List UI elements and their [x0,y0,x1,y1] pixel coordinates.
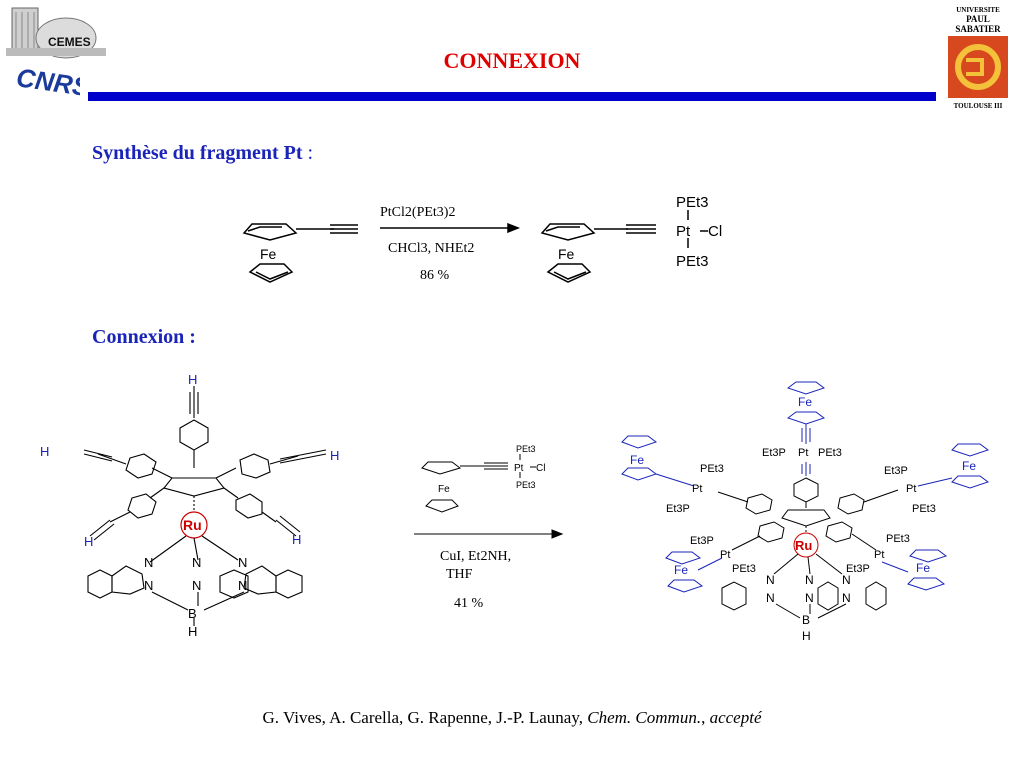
fe-top: Fe [798,395,812,409]
cnrs-logo: CNRS [14,60,93,108]
citation-journal: Chem. Commun. [587,708,702,727]
reagent-line-1: CuI, Et2NH, [440,549,511,564]
section-heading-connexion: Connexion : [92,326,196,348]
pet3-top-prod: PEt3 [818,447,842,459]
ups-line-2: PAUL [966,14,990,24]
fe-right-top: Fe [962,459,976,473]
n-prod-4: N [805,591,814,605]
cl-label: Cl [708,223,722,240]
pt-right-top: Pt [906,483,916,495]
reagent-line-2: THF [446,567,473,582]
reagent-top: PtCl2(PEt3)2 [380,205,455,220]
synthesis-heading-colon: : [307,142,314,164]
pet3-bottom: PEt3 [676,253,709,270]
pt-reagent: Pt [514,463,524,474]
ru-label: Ru [183,517,202,533]
n-prod-6: N [842,591,851,605]
yield-41: 41 % [454,596,484,611]
h-top: H [188,372,197,387]
n-mid-1: N [192,555,201,570]
n-left-2: N [144,578,153,593]
citation-sep: , [701,708,710,727]
citation-authors: G. Vives, A. Carella, G. Rapenne, J.-P. … [262,708,588,727]
pt-left-low: Pt [720,549,730,561]
h-right-lower: H [292,532,301,547]
h-boron: H [188,624,197,639]
pet3-right-top: PEt3 [912,503,936,515]
et3p-left-low: Et3P [690,535,714,547]
cl-reagent: Cl [536,463,545,474]
ups-line-3: SABATIER [955,24,1001,34]
fe-label-reagent: Fe [438,484,450,495]
citation: G. Vives, A. Carella, G. Rapenne, J.-P. … [0,708,1024,728]
h-product: H [802,629,811,643]
citation-status: accepté [709,708,762,727]
n-left-1: N [144,555,153,570]
title-divider [88,92,936,101]
et3p-top: Et3P [762,447,786,459]
pt-right-low: Pt [874,549,884,561]
cemes-logo: CEMES [4,4,108,60]
pet3-left-low: PEt3 [732,563,756,575]
n-prod-2: N [766,591,775,605]
ups-line-1: UNIVERSITE [956,6,1000,14]
ups-line-4: TOULOUSE III [954,102,1003,110]
pet3-reagent-top: PEt3 [516,444,536,454]
pet3-top: PEt3 [676,194,709,211]
h-right-upper: H [330,448,339,463]
reagent-bottom: CHCl3, NHEt2 [388,241,474,256]
pet3-reagent-bottom: PEt3 [516,480,536,490]
cemes-text: CEMES [48,35,91,49]
ru-product: Ru [795,538,812,553]
pt-top: Pt [798,447,808,459]
et3p-right-top: Et3P [884,465,908,477]
et3p-right-low: Et3P [846,563,870,575]
et3p-left-top: Et3P [666,503,690,515]
pet3-right-low: PEt3 [886,533,910,545]
h-left-lower: H [84,534,93,549]
connexion-reaction: Fe PEt3 Pt Cl PEt3 CuI, Et2NH, THF 41 % [414,444,564,611]
n-prod-1: N [766,573,775,587]
page-title: CONNEXION [443,48,581,73]
fe-left-low: Fe [674,563,688,577]
b-label: B [188,606,197,621]
fe-label-right: Fe [558,246,575,262]
n-prod-3: N [805,573,814,587]
ups-logo: UNIVERSITE PAUL SABATIER TOULOUSE III [940,4,1016,112]
fe-label-left: Fe [260,246,277,262]
product-structure: Fe Et3P Pt PEt3 Fe PEt3 Pt Et3P Fe Et3P … [621,381,990,643]
pt-label: Pt [676,223,691,240]
n-right-1: N [238,555,247,570]
fe-right-low: Fe [916,561,930,575]
pt-left-top: Pt [692,483,702,495]
yield-86: 86 % [420,268,450,283]
pet3-left-top: PEt3 [700,463,724,475]
fe-left-top: Fe [630,453,644,467]
section-heading-synthesis: Synthèse du fragment Pt : [92,142,313,165]
synthesis-scheme: Fe Fe PtCl2(PEt3)2 CHCl3, NHEt2 86 % PEt… [242,194,722,283]
ru-precursor-structure: H H H H H Ru N N N N N N B H [40,372,339,639]
n-right-2: N [238,578,247,593]
synthesis-heading-text: Synthèse du fragment Pt [92,142,303,164]
h-left-upper: H [40,444,49,459]
n-mid-2: N [192,578,201,593]
n-prod-5: N [842,573,851,587]
b-product: B [802,613,810,627]
